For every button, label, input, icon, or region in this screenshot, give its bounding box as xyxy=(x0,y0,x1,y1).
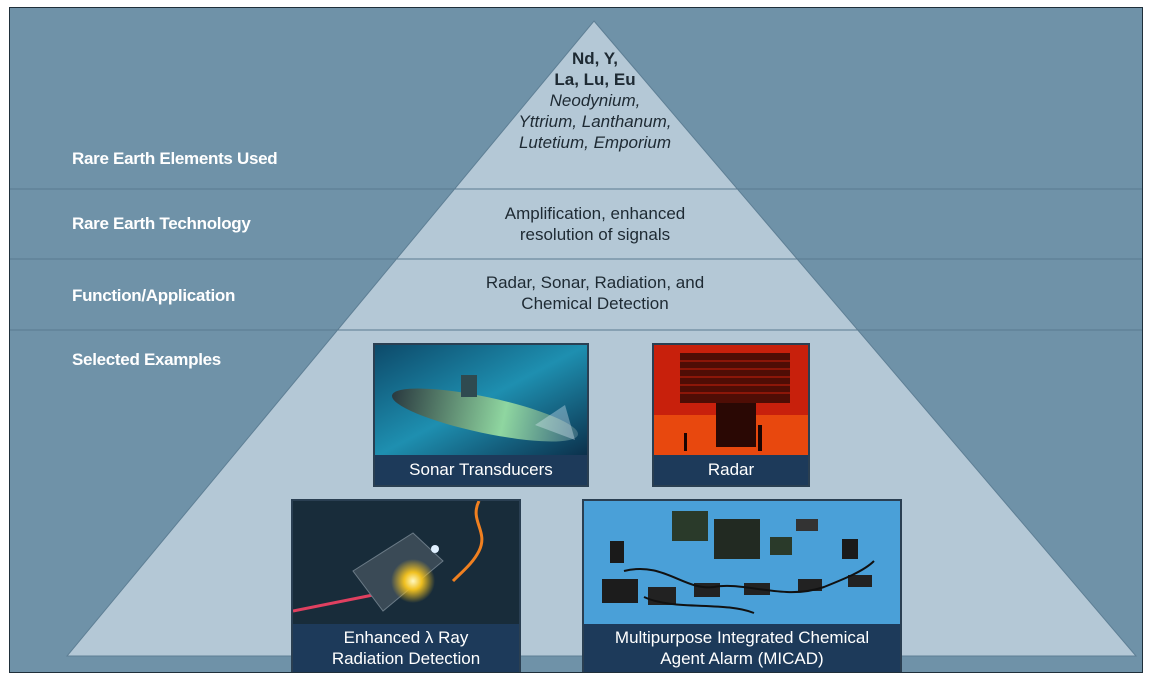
radar-caption: Radar xyxy=(654,455,808,485)
micad-caption-line-1: Multipurpose Integrated Chemical xyxy=(614,628,870,647)
ray-detector-image xyxy=(293,501,519,624)
apex-names-line-2: Yttrium, Lanthanum, xyxy=(518,112,672,131)
sonar-transducers-example: Sonar Transducers xyxy=(373,343,589,487)
diagram-frame: Rare Earth Elements Used Rare Earth Tech… xyxy=(9,7,1143,673)
row-label-function: Function/Application xyxy=(72,286,236,305)
row-label-elements: Rare Earth Elements Used xyxy=(72,149,278,168)
technology-line-2: resolution of signals xyxy=(519,225,671,244)
micad-equipment-image xyxy=(584,501,900,624)
technology-line-1: Amplification, enhanced xyxy=(504,204,686,223)
micad-example: Multipurpose Integrated Chemical Agent A… xyxy=(582,499,902,672)
row-label-technology: Rare Earth Technology xyxy=(72,214,251,233)
radar-example: Radar xyxy=(652,343,810,487)
sonar-caption: Sonar Transducers xyxy=(375,455,587,485)
ray-caption-line-1: Enhanced λ Ray xyxy=(343,628,469,647)
function-line-1: Radar, Sonar, Radiation, and xyxy=(485,273,705,292)
apex-names-line-1: Neodynium, xyxy=(549,91,641,110)
apex-elements-text: Nd, Y, La, Lu, Eu Neodynium, Yttrium, La… xyxy=(480,48,710,153)
technology-text: Amplification, enhanced resolution of si… xyxy=(430,203,760,245)
ray-detection-example: Enhanced λ Ray Radiation Detection xyxy=(291,499,521,672)
ray-caption-line-2: Radiation Detection xyxy=(331,649,481,668)
apex-names-line-3: Lutetium, Emporium xyxy=(518,133,672,152)
function-text: Radar, Sonar, Radiation, and Chemical De… xyxy=(410,272,780,314)
submarine-image xyxy=(375,345,587,455)
function-line-2: Chemical Detection xyxy=(521,294,669,313)
micad-caption-line-2: Agent Alarm (MICAD) xyxy=(660,649,824,668)
row-label-examples: Selected Examples xyxy=(72,350,221,369)
apex-symbols-line-1: Nd, Y, xyxy=(572,49,618,68)
ray-caption: Enhanced λ Ray Radiation Detection xyxy=(293,624,519,672)
apex-symbols-line-2: La, Lu, Eu xyxy=(554,70,636,89)
radar-image xyxy=(654,345,808,455)
pyramid-shape xyxy=(10,20,1142,657)
micad-caption: Multipurpose Integrated Chemical Agent A… xyxy=(584,624,900,672)
